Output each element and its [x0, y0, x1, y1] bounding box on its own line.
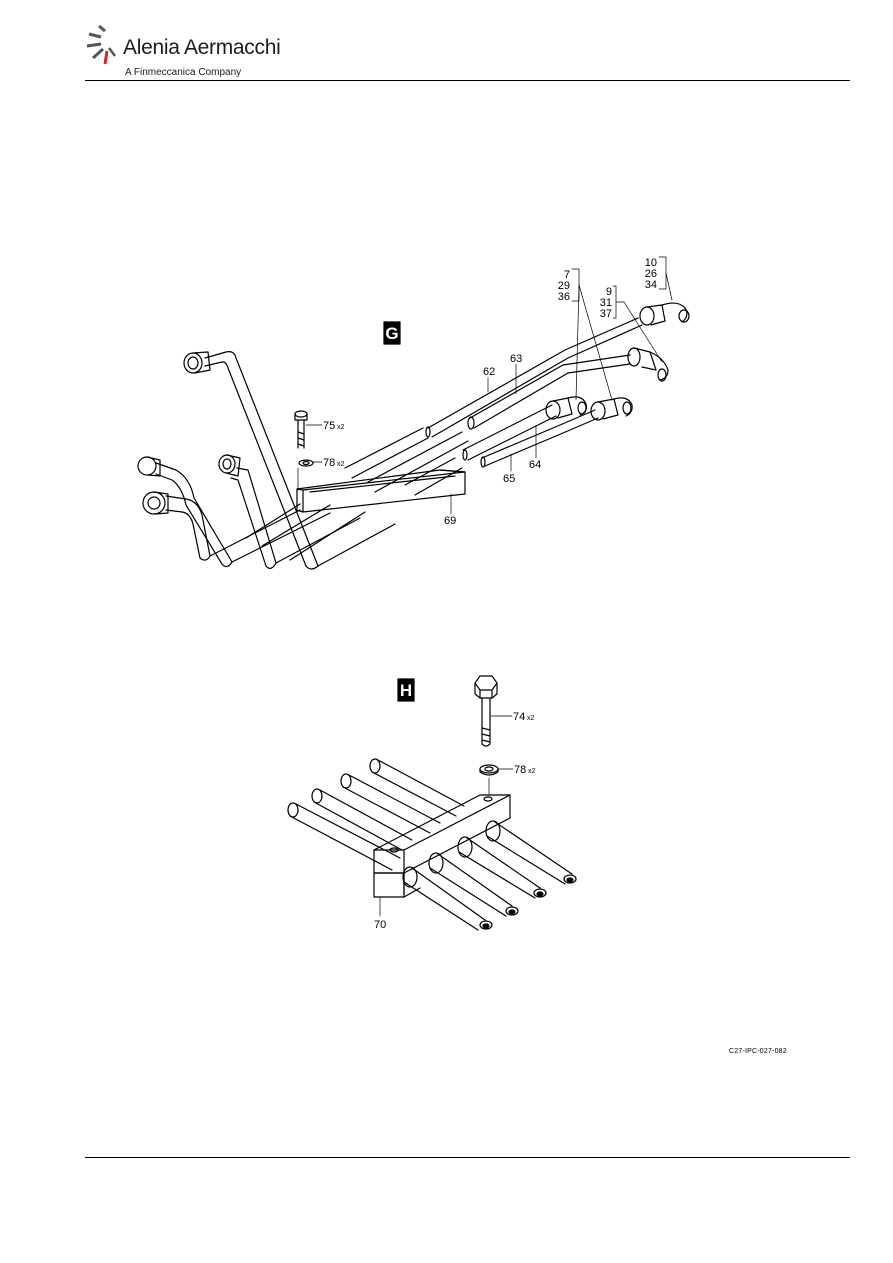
clamp-block-70: [373, 794, 511, 898]
figure-reference: C27-IPC-027-082: [729, 1048, 787, 1055]
callout-63: 63: [510, 353, 522, 365]
tubes-h-front: [402, 820, 577, 931]
callout-69: 69: [444, 515, 456, 527]
callout-75-qty: x2: [337, 424, 345, 431]
company-name: Alenia Aermacchi: [123, 36, 281, 59]
fitting-7: [545, 396, 587, 420]
company-subtitle: A Finmeccanica Company: [125, 67, 242, 78]
callout-70: 70: [374, 919, 386, 931]
nut-mid: [218, 454, 241, 477]
callout-65: 65: [503, 473, 515, 485]
fitting-right-middle: [627, 347, 669, 382]
company-logo: Alenia Aermacchi A Finmeccanica Company: [85, 22, 305, 82]
tube-64: [462, 404, 557, 461]
bolt-75: [294, 410, 308, 449]
callout-26: 26: [645, 268, 657, 280]
fitting-9: [590, 397, 633, 421]
callout-78-g: 78: [323, 457, 335, 469]
tube-bundle-lower: [209, 503, 396, 567]
bolt-74: [474, 675, 498, 747]
tube-62: [425, 317, 643, 438]
callout-29: 29: [558, 280, 570, 292]
tube-left-lower: [165, 495, 211, 561]
callout-7: 7: [564, 269, 570, 281]
view-g-badge: [383, 321, 401, 345]
leaders-view-h: [379, 715, 514, 917]
callout-62: 62: [483, 366, 495, 378]
callout-78-h-qty: x2: [528, 768, 536, 775]
view-h-badge: [397, 678, 415, 702]
callout-75: 75: [323, 420, 335, 432]
alenia-swirl-icon: [86, 24, 116, 65]
tube-mid-nut: [230, 467, 277, 569]
callout-34: 34: [645, 279, 657, 291]
tube-left-upper: [155, 462, 233, 568]
leaders-view-g: [297, 256, 673, 515]
callout-74: 74: [513, 711, 525, 723]
tube-63: [467, 354, 631, 430]
tubes-h-back: [287, 758, 465, 871]
callout-64: 64: [529, 459, 541, 471]
nut-left-lower: [142, 491, 169, 515]
washer-78-g: [298, 459, 314, 467]
callout-31: 31: [600, 297, 612, 309]
washer-78-h: [479, 764, 499, 776]
view-letter-g: G: [385, 324, 398, 343]
callout-78-g-qty: x2: [337, 461, 345, 468]
callout-10: 10: [645, 257, 657, 269]
view-letter-h: H: [400, 681, 412, 700]
tube-bundle-upper: [344, 427, 469, 496]
tube-left-long: [204, 351, 319, 570]
fitting-10: [639, 302, 690, 326]
nut-left-top: [183, 351, 211, 374]
header-rule: [85, 80, 850, 81]
callout-78-h: 78: [514, 764, 526, 776]
nut-left-upper: [137, 456, 161, 477]
footer-rule: [85, 1157, 850, 1158]
callout-37: 37: [600, 308, 612, 320]
clamp-block-69: [296, 469, 466, 513]
callout-9: 9: [606, 286, 612, 298]
callout-36: 36: [558, 291, 570, 303]
callout-74-qty: x2: [527, 715, 535, 722]
